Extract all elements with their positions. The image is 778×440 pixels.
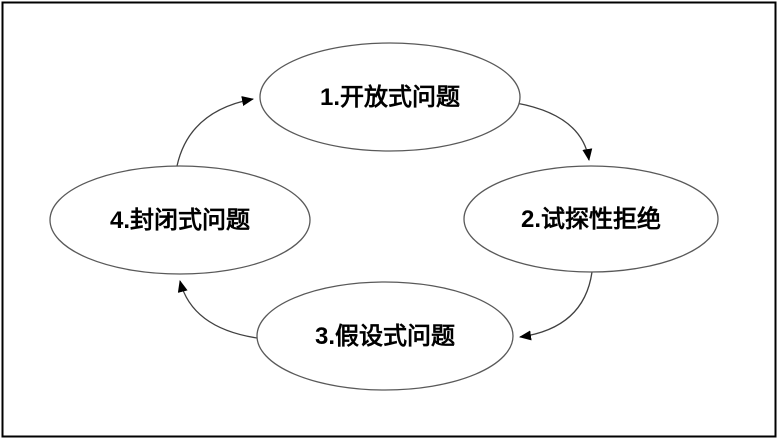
- arrow-3-to-4: [177, 280, 258, 339]
- node-open-question: 1.开放式问题: [259, 42, 521, 152]
- arrow-4-to-1: [176, 96, 254, 167]
- node-label: 3.假设式问题: [315, 323, 455, 350]
- node-label: 2.试探性拒绝: [521, 205, 661, 233]
- node-label: 1.开放式问题: [320, 83, 460, 111]
- node-ellipse: [463, 165, 719, 273]
- node-ellipse: [256, 281, 514, 391]
- node-label: 4.封闭式问题: [110, 207, 250, 234]
- node-tentative-rejection: 2.试探性拒绝: [463, 165, 719, 273]
- node-ellipse: [49, 165, 311, 275]
- node-hypothetical-question: 3.假设式问题: [256, 281, 514, 391]
- node-closed-question: 4.封闭式问题: [49, 165, 311, 275]
- node-ellipse: [259, 42, 521, 152]
- arrow-1-to-2: [515, 102, 593, 161]
- arrow-2-to-3: [519, 271, 593, 341]
